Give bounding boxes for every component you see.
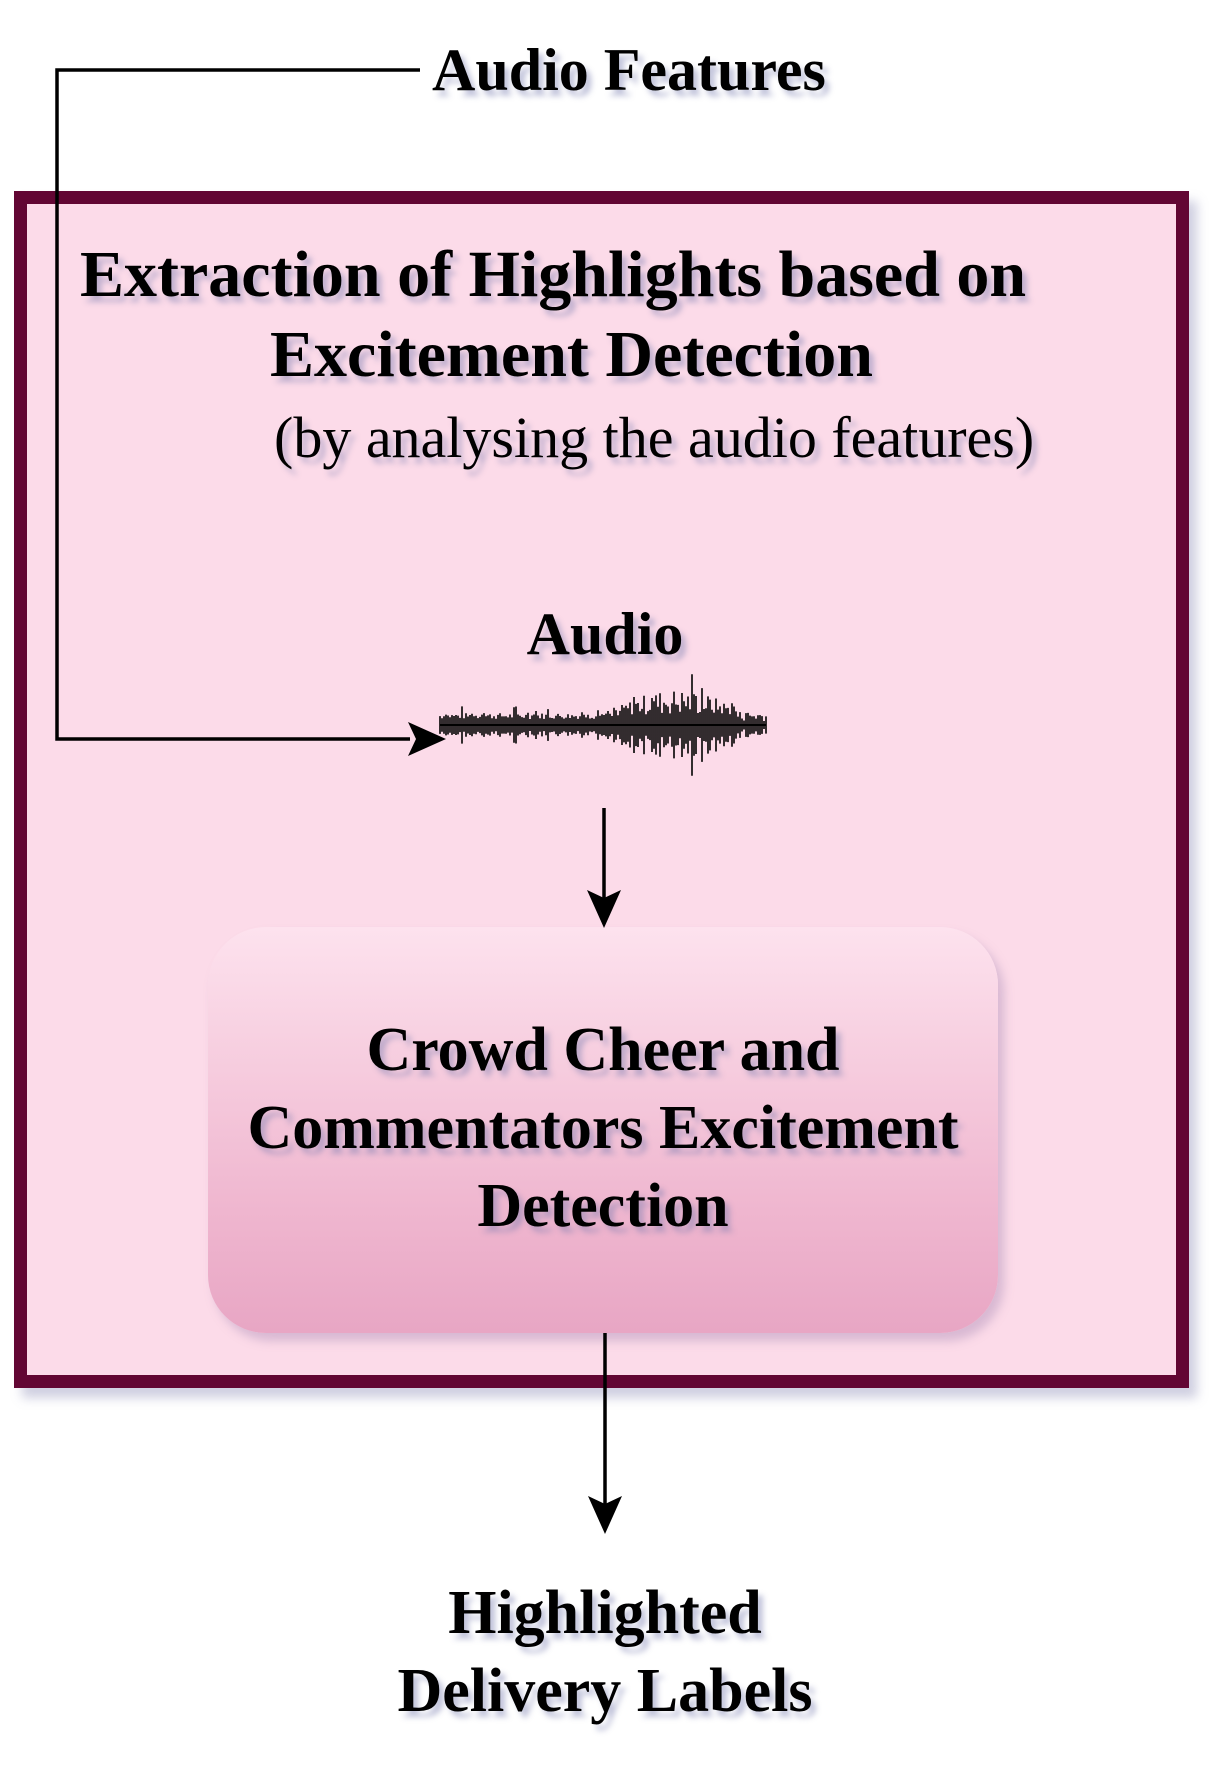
input-connector-line xyxy=(55,68,420,741)
process-node-line2: Commentators Excitement xyxy=(247,1094,959,1162)
waveform-icon xyxy=(439,674,767,776)
module-subtitle: (by analysing the audio features) xyxy=(274,405,1035,470)
input-connector-arrowhead xyxy=(408,722,446,756)
process-to-output-arrowhead xyxy=(588,1496,622,1534)
process-node-line3: Detection xyxy=(477,1172,729,1240)
process-box xyxy=(208,927,998,1333)
output-label: Highlighted Delivery Labels xyxy=(300,1574,910,1730)
output-line1: Highlighted xyxy=(448,1579,762,1647)
audio-to-process-arrowhead xyxy=(587,890,621,928)
module-title-line2: Excitement Detection xyxy=(270,318,873,391)
audio-node-label: Audio xyxy=(526,601,684,667)
audio-features-label: Audio Features xyxy=(432,37,826,103)
module-title-line1: Extraction of Highlights based on xyxy=(80,238,1027,311)
process-node-label: Crowd Cheer and Commentators Excitement … xyxy=(208,1011,998,1245)
process-node-line1: Crowd Cheer and xyxy=(366,1016,840,1084)
output-line2: Delivery Labels xyxy=(397,1657,813,1725)
